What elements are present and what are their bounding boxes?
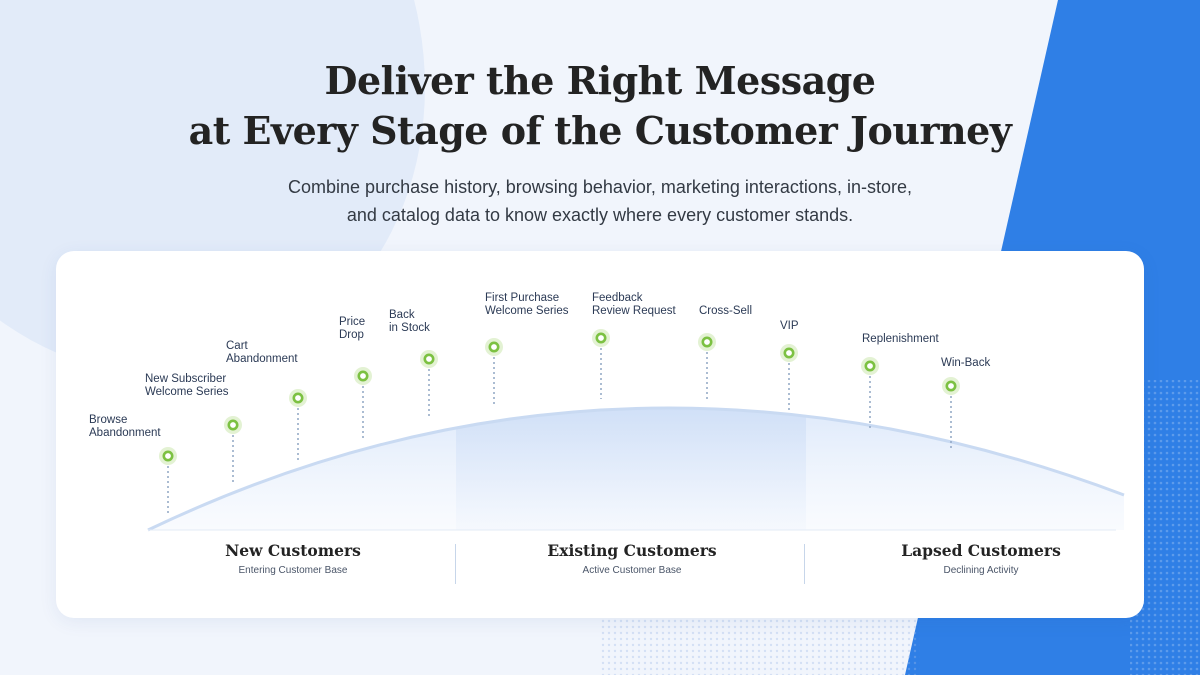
stage-marker[interactable] — [945, 380, 957, 392]
stage-marker[interactable] — [357, 370, 369, 382]
journey-curve — [147, 406, 1125, 532]
segment-lapsed-customers: Lapsed Customers Declining Activity — [831, 541, 1131, 576]
stage-marker[interactable] — [423, 353, 435, 365]
stage-marker[interactable] — [783, 347, 795, 359]
segment-divider — [455, 544, 456, 584]
stage-markers — [159, 329, 960, 516]
stage-label-line: First Purchase — [485, 292, 560, 304]
stage-marker[interactable] — [162, 450, 174, 462]
stage-label-line: Drop — [339, 329, 364, 341]
stage-label: Win-Back — [941, 357, 990, 370]
segment-divider — [804, 544, 805, 584]
stage-label-line: Back — [389, 309, 415, 321]
page-title-line-1: Deliver the Right Message — [324, 58, 877, 103]
stage-label-line: Browse — [89, 414, 128, 426]
stage-marker[interactable] — [488, 341, 500, 353]
journey-curve-diagram — [147, 329, 1125, 532]
segment-new-customers: New Customers Entering Customer Base — [143, 541, 443, 576]
stage-label-line: Replenishment — [862, 333, 939, 345]
stage-label-line: Win-Back — [941, 357, 991, 369]
segment-subtitle: Declining Activity — [943, 565, 1019, 576]
stage-label-line: in Stock — [389, 322, 430, 334]
stage-label-line: New Subscriber — [145, 373, 227, 385]
stage-label-line: Abandonment — [226, 353, 298, 365]
page-title: Deliver the Right Message at Every Stage… — [0, 56, 1200, 156]
journey-area-highlight — [456, 408, 806, 530]
page-subtitle-line-1: Combine purchase history, browsing behav… — [288, 177, 912, 197]
segment-subtitle: Active Customer Base — [582, 565, 682, 576]
stage-label-line: Price — [339, 316, 366, 328]
stage-label-line: Welcome Series — [145, 386, 229, 398]
segment-title: Lapsed Customers — [901, 541, 1061, 560]
stage-marker[interactable] — [292, 392, 304, 404]
stage-label-line: Cross-Sell — [699, 305, 753, 317]
segment-subtitle: Entering Customer Base — [238, 565, 348, 576]
stage-label: VIP — [780, 320, 799, 333]
stage-label-line: Feedback — [592, 292, 643, 304]
stage-label: Replenishment — [862, 333, 939, 346]
page-subtitle: Combine purchase history, browsing behav… — [200, 173, 1000, 229]
stage-label: Cross-Sell — [699, 305, 752, 318]
page-title-line-2: at Every Stage of the Customer Journey — [188, 108, 1012, 153]
stage-marker[interactable] — [227, 419, 239, 431]
stage-label-line: Cart — [226, 340, 248, 352]
stage-label-line: Abandonment — [89, 427, 161, 439]
segment-title: New Customers — [225, 541, 361, 560]
stage-marker[interactable] — [864, 360, 876, 372]
page-subtitle-line-2: and catalog data to know exactly where e… — [346, 205, 854, 225]
stage-label-line: VIP — [780, 320, 799, 332]
segment-title: Existing Customers — [547, 541, 717, 560]
stage-marker[interactable] — [701, 336, 713, 348]
segment-existing-customers: Existing Customers Active Customer Base — [482, 541, 782, 576]
stage-label-line: Welcome Series — [485, 305, 569, 317]
stage-marker[interactable] — [595, 332, 607, 344]
stage-label-line: Review Request — [592, 305, 676, 317]
